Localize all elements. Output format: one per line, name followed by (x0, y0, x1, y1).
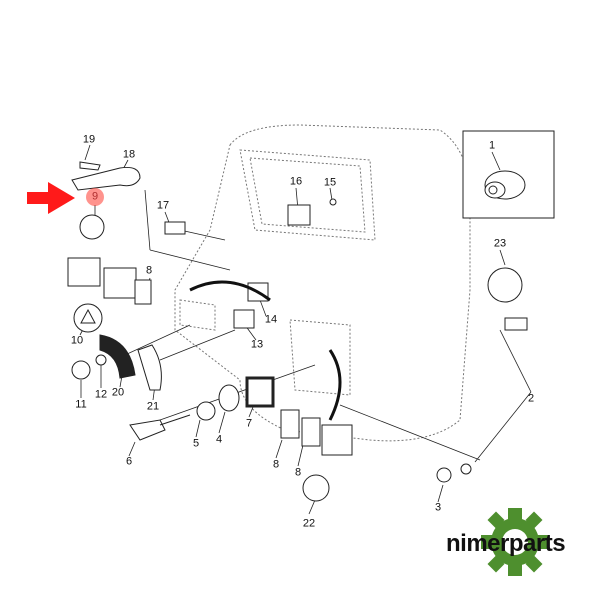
callout-21: 21 (146, 400, 160, 413)
callout-9[interactable]: 9 (91, 190, 99, 203)
callout-8b: 8 (272, 458, 280, 471)
callout-3: 3 (434, 501, 442, 514)
callout-5: 5 (192, 437, 200, 450)
part-12-nut (95, 354, 107, 366)
symbol-headlight (79, 214, 105, 240)
callout-10: 10 (70, 334, 84, 347)
part-5-nut (196, 401, 216, 421)
highlight-dot (86, 188, 104, 206)
callout-18: 18 (122, 148, 136, 161)
part-3-lamp (436, 467, 452, 483)
callout-8c: 8 (294, 466, 302, 479)
callout-7: 7 (245, 417, 253, 430)
part-switch-light (67, 257, 101, 287)
symbol-22 (302, 474, 330, 502)
part-11-knob (71, 360, 91, 380)
dashboard-panel (174, 124, 471, 442)
callout-4: 4 (215, 433, 223, 446)
callout-13: 13 (250, 338, 264, 351)
callout-14: 14 (264, 313, 278, 326)
callout-2: 2 (527, 392, 535, 405)
wire-arrow-1 (189, 280, 271, 302)
part-15-screw (329, 198, 337, 206)
part-18-lever (71, 167, 141, 191)
callout-23: 23 (493, 237, 507, 250)
symbol-hazard (73, 303, 103, 333)
part-16-switch (287, 204, 311, 226)
part-23-switch (487, 267, 523, 303)
nimerparts-gear-logo (481, 508, 549, 576)
part-6-key (129, 419, 166, 441)
part-8-switch (134, 279, 152, 305)
part-21-plate (137, 344, 162, 391)
callout-8: 8 (145, 264, 153, 277)
callout-20: 20 (111, 386, 125, 399)
callout-12: 12 (94, 388, 108, 401)
callout-22: 22 (302, 517, 316, 530)
callout-17: 17 (156, 199, 170, 212)
part-19-screw (79, 161, 101, 171)
callout-16: 16 (289, 175, 303, 188)
part-4-ring (218, 384, 240, 412)
wire-arrow-2 (328, 349, 342, 421)
part-7-frame (245, 376, 275, 408)
part-20-plate (99, 334, 136, 379)
part-3-ring (460, 463, 472, 475)
part-2-switch (504, 317, 528, 331)
brand-logo-text: nimerparts (446, 530, 566, 557)
part-1-ignition-switch (484, 170, 526, 200)
callout-1: 1 (488, 139, 496, 152)
red-pointer-arrow (27, 182, 75, 214)
part-13-switch (233, 309, 255, 329)
part-17-connector (164, 221, 186, 235)
callout-15: 15 (323, 176, 337, 189)
callout-19: 19 (82, 133, 96, 146)
part-8-cap-a (280, 409, 300, 439)
callout-6: 6 (125, 455, 133, 468)
part-22-switch (321, 424, 353, 456)
part-8-cap-b (301, 417, 321, 447)
callout-11: 11 (75, 398, 87, 411)
part-switch-hazard (103, 267, 137, 299)
